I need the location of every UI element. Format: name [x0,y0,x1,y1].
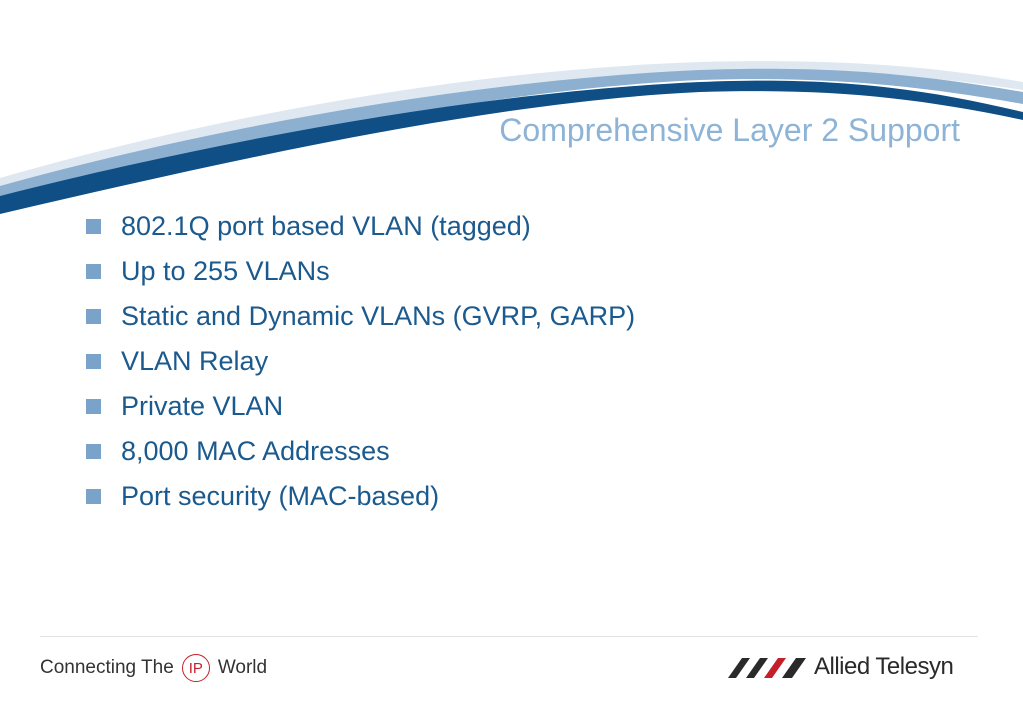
tagline-after-text: World [217,657,268,678]
bullet-text: 802.1Q port based VLAN (tagged) [121,211,531,241]
header-swoosh-decoration [0,61,1023,214]
ip-circle-icon: IP [181,654,210,682]
bullet-item: Up to 255 VLANs [86,249,635,294]
square-bullet-icon [86,399,101,414]
bullet-text: 8,000 MAC Addresses [121,436,390,466]
footer-tagline: Connecting The IP World [40,652,267,684]
bullet-item: VLAN Relay [86,339,635,384]
bullet-item: Port security (MAC-based) [86,474,635,519]
square-bullet-icon [86,309,101,324]
bullet-item: Static and Dynamic VLANs (GVRP, GARP) [86,294,635,339]
bullet-text: Static and Dynamic VLANs (GVRP, GARP) [121,301,636,331]
bullet-text: Up to 255 VLANs [121,256,330,286]
tagline-before-text: Connecting The [40,657,174,678]
bullet-item: 8,000 MAC Addresses [86,429,635,474]
slide-title: Comprehensive Layer 2 Support [499,112,960,148]
bullet-text: Port security (MAC-based) [121,481,440,511]
square-bullet-icon [86,219,101,234]
square-bullet-icon [86,444,101,459]
square-bullet-icon [86,489,101,504]
bullet-item: 802.1Q port based VLAN (tagged) [86,204,635,249]
allied-telesyn-logo-icon [728,658,806,678]
square-bullet-icon [86,354,101,369]
bullet-text: VLAN Relay [121,346,269,376]
footer-divider [40,636,978,637]
brand-logo: Allied Telesyn [728,650,954,684]
bullet-item: Private VLAN [86,384,635,429]
brand-name: Allied Telesyn [814,653,954,680]
square-bullet-icon [86,264,101,279]
bullet-text: Private VLAN [121,391,284,421]
bullet-list: 802.1Q port based VLAN (tagged) Up to 25… [86,204,635,519]
